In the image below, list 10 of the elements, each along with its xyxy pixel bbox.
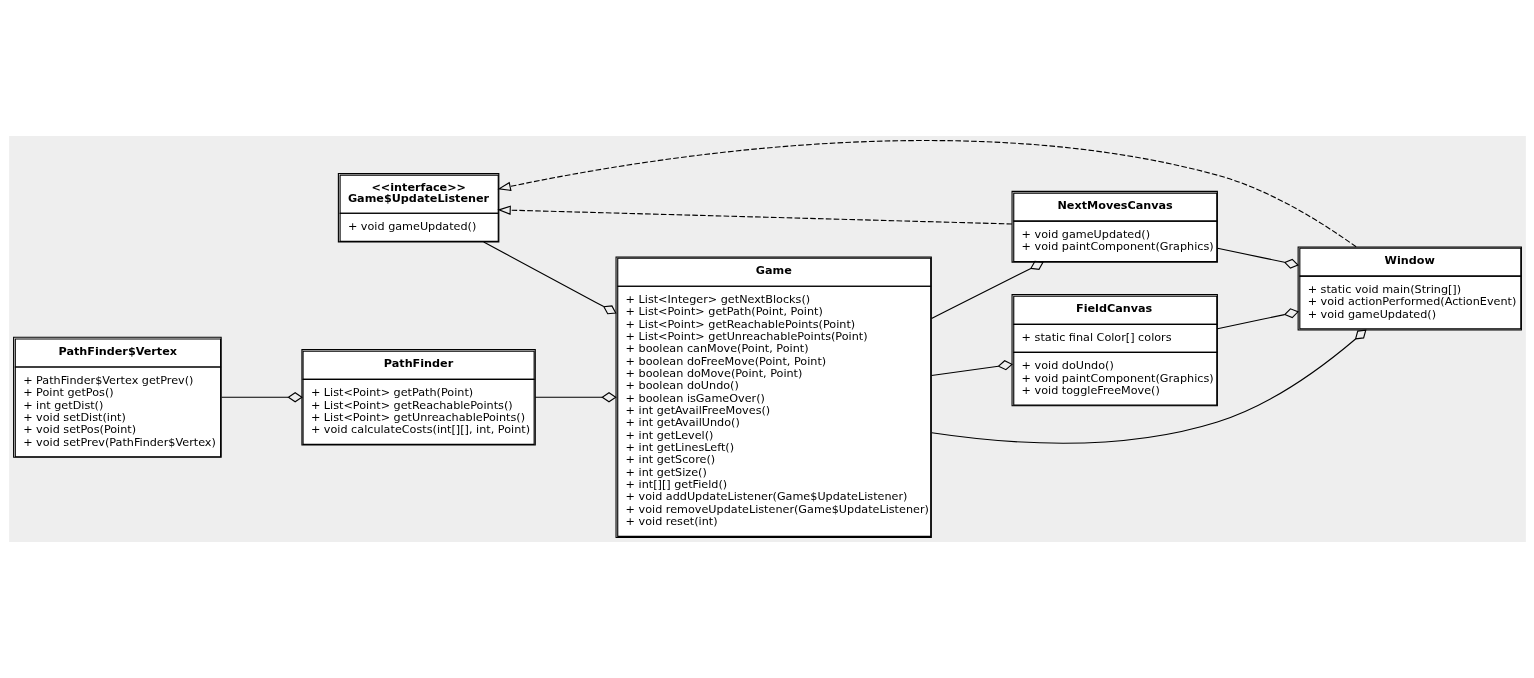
connector xyxy=(930,329,1367,444)
arrow xyxy=(496,205,1012,225)
arrow xyxy=(496,140,1357,248)
connector xyxy=(1216,308,1299,330)
connector xyxy=(534,392,617,403)
connector xyxy=(1216,247,1299,269)
connector xyxy=(930,360,1013,377)
connector xyxy=(482,241,617,315)
connector xyxy=(930,260,1044,319)
connector xyxy=(220,392,303,403)
